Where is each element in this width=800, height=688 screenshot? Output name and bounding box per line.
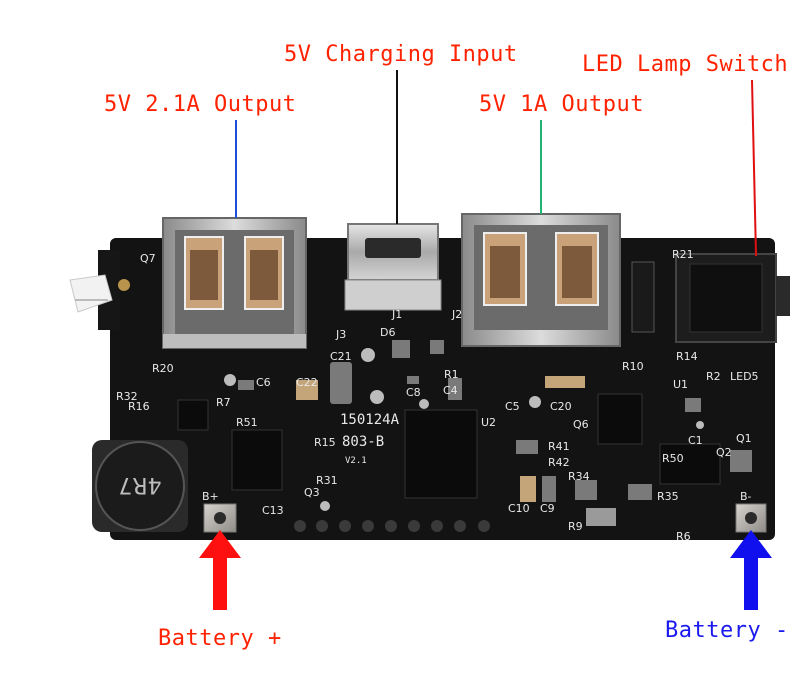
- silkscreen-label-q2: Q2: [716, 446, 732, 459]
- label-5v-1a-output: 5V 1A Output: [479, 92, 644, 117]
- battery-plus-arrow: [199, 530, 241, 610]
- label-battery-minus: Battery -: [665, 618, 789, 643]
- silkscreen-label-r2: R2: [706, 370, 721, 383]
- silkscreen-label-c10: C10: [508, 502, 530, 515]
- board-id-text: 150124A: [340, 412, 400, 428]
- silkscreen-label-c13: C13: [262, 504, 284, 517]
- silkscreen-label-c20: C20: [550, 400, 572, 413]
- silkscreen-label-c1: C1: [688, 434, 703, 447]
- silkscreen-label-r34: R34: [568, 470, 590, 483]
- board-version-text: V2.1: [345, 456, 367, 466]
- silkscreen-label-q6: Q6: [573, 418, 589, 431]
- silkscreen-label-r7: R7: [216, 396, 231, 409]
- silkscreen-label-r20: R20: [152, 362, 174, 375]
- battery-pads: [203, 503, 767, 533]
- silkscreen-label-r1: R1: [444, 368, 459, 381]
- silkscreen-label-r42: R42: [548, 456, 570, 469]
- leader-line-led-switch: [751, 79, 757, 257]
- silkscreen-label-r15: R15: [314, 436, 336, 449]
- silkscreen-label-r10: R10: [622, 360, 644, 373]
- silkscreen-label-r14: R14: [676, 350, 698, 363]
- silkscreen-label-q3: Q3: [304, 486, 320, 499]
- board-code-text: 803-B: [342, 434, 384, 450]
- silkscreen-label-c6: C6: [256, 376, 271, 389]
- wire-stubs: [69, 274, 130, 313]
- silkscreen-label-r51: R51: [236, 416, 258, 429]
- silkscreen-label-u1: U1: [673, 378, 688, 391]
- smd-components: [238, 261, 752, 526]
- silkscreen-label-r21: R21: [672, 248, 694, 261]
- silkscreen-label-r9: R9: [568, 520, 583, 533]
- inductor-marking: 4R7: [118, 472, 161, 497]
- silkscreen-label-b: B+: [202, 490, 219, 503]
- silkscreen-label-c5: C5: [505, 400, 520, 413]
- label-battery-plus: Battery +: [158, 626, 282, 651]
- silkscreen-label-r31: R31: [316, 474, 338, 487]
- label-led-lamp-switch: LED Lamp Switch: [582, 52, 789, 77]
- silkscreen-label-r32: R32: [116, 390, 138, 403]
- silkscreen-label-q1: Q1: [736, 432, 752, 445]
- usb-a-port-2-1a: [162, 217, 307, 349]
- silkscreen-label-r50: R50: [662, 452, 684, 465]
- silkscreen-label-q7: Q7: [140, 252, 156, 265]
- silkscreen-label-j1: J1: [391, 308, 402, 321]
- silkscreen-label-d6: D6: [380, 326, 395, 339]
- silkscreen-label-c8: C8: [406, 386, 421, 399]
- header-holes: [294, 520, 490, 532]
- battery-minus-arrow: [730, 530, 772, 610]
- label-5v-2-1a-output: 5V 2.1A Output: [104, 92, 297, 117]
- ic-chips: [177, 393, 721, 499]
- silkscreen-label-j2: J2: [451, 308, 462, 321]
- silkscreen-label-r16: R16: [128, 400, 150, 413]
- test-pads: [224, 348, 704, 511]
- usb-a-port-1a: [461, 213, 621, 347]
- label-5v-charging-input: 5V Charging Input: [284, 42, 518, 67]
- silkscreen-label-c4: C4: [443, 384, 458, 397]
- silkscreen-label-j3: J3: [335, 328, 346, 341]
- silkscreen-label-c22: C22: [296, 376, 318, 389]
- silkscreen-label-r35: R35: [657, 490, 679, 503]
- silkscreen-label-u2: U2: [481, 416, 496, 429]
- inductor-4r7: 4R7: [92, 440, 188, 532]
- led-switch: [675, 253, 790, 343]
- silkscreen-label-c9: C9: [540, 502, 555, 515]
- silkscreen-label-led5: LED5: [730, 370, 759, 383]
- silkscreen-label-r6: R6: [676, 530, 691, 543]
- micro-usb-port: [344, 223, 442, 311]
- silkscreen-label-c21: C21: [330, 350, 352, 363]
- board-silkscreen: 150124A 803-B V2.1: [340, 412, 400, 466]
- silkscreen-label-r41: R41: [548, 440, 570, 453]
- silkscreen-label-b: B-: [740, 490, 752, 503]
